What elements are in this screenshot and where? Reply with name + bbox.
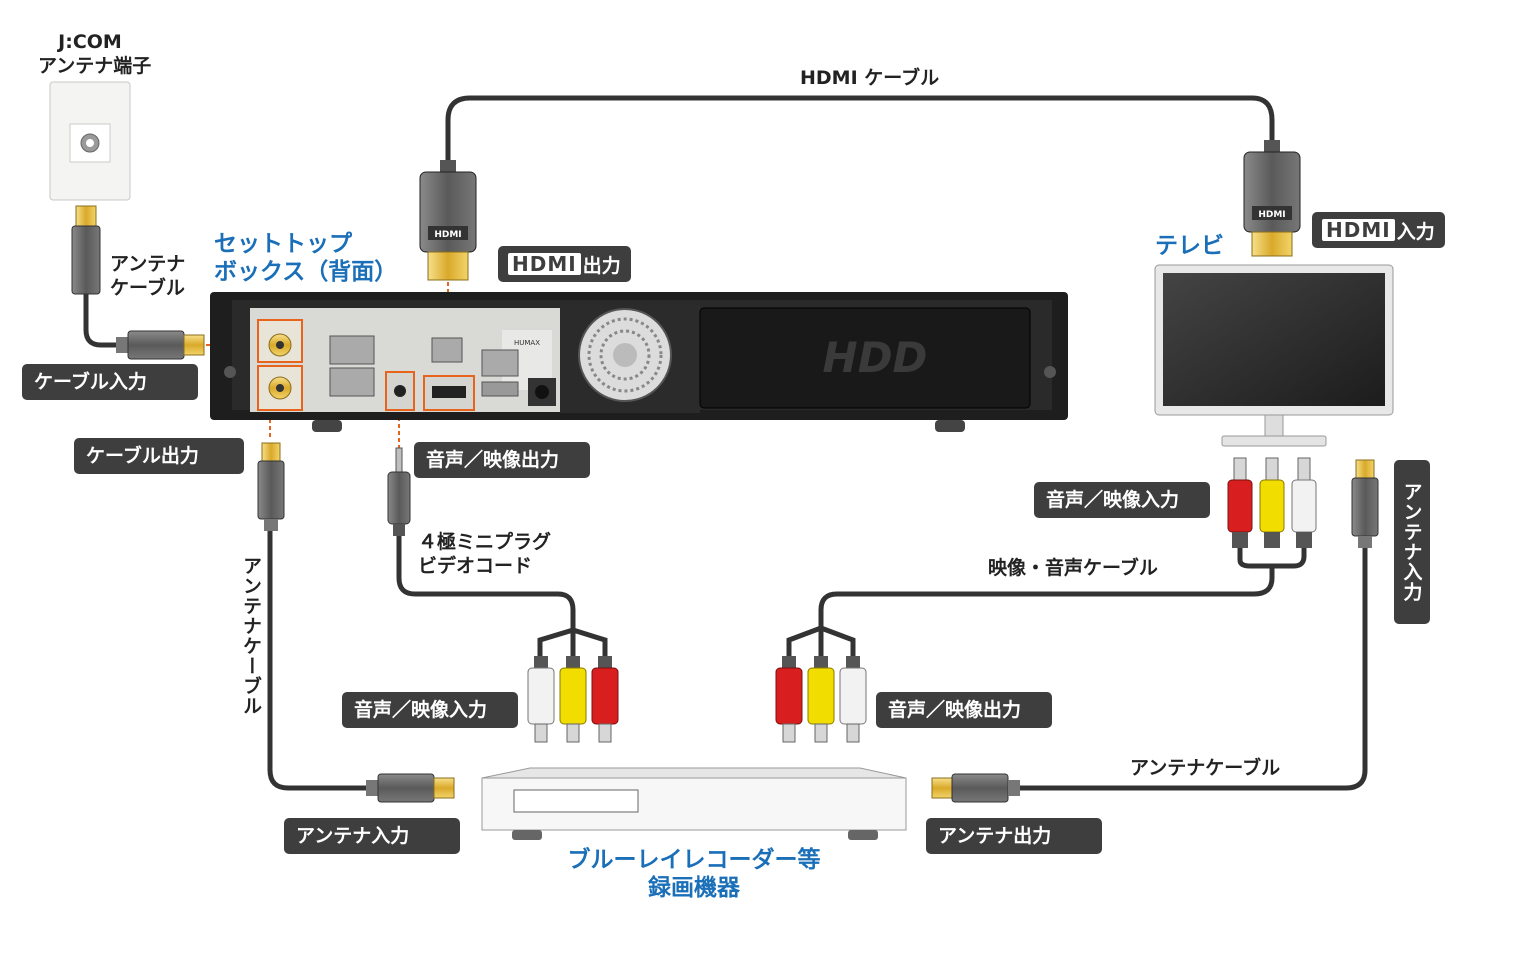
hdmi-out-text: 出力 xyxy=(582,254,621,277)
hdmi-in-label: HDMI 入力 xyxy=(1312,212,1445,248)
antenna-plug-wall xyxy=(71,205,101,295)
set-top-box: HDD HUMAX xyxy=(210,292,1068,432)
svg-text:HUMAX: HUMAX xyxy=(514,339,540,347)
stb-title-line2: ボックス（背面） xyxy=(214,259,398,285)
mini-plug xyxy=(387,447,411,536)
av-cable-label: 映像・音声ケーブル xyxy=(988,557,1158,579)
recorder-rca-out-plugs xyxy=(775,656,867,743)
svg-text:HDMI: HDMI xyxy=(434,230,461,240)
antenna-plug-cable-out xyxy=(257,442,285,531)
av-cable-split-bottom xyxy=(786,625,856,659)
antenna-cable-recorder-tv-label: アンテナケーブル xyxy=(1130,757,1281,779)
cable-in-label: ケーブル入力 xyxy=(22,364,198,400)
antenna-plug-tv-in xyxy=(1351,459,1379,548)
av-cable-split-top xyxy=(1237,543,1307,569)
antenna-plug-recorder-out xyxy=(931,773,1020,803)
antenna-terminal-label: J:COM アンテナ端子 xyxy=(38,30,152,78)
antenna-in-tv-label: アンテナ入力 xyxy=(1394,460,1430,624)
av-cable xyxy=(818,563,1275,631)
recorder-device xyxy=(481,767,907,840)
recorder-title-line1: ブルーレイレコーダー等 xyxy=(567,847,821,873)
mini-plug-label: ４極ミニプラグ ビデオコード xyxy=(418,530,551,578)
antenna-cable-short-line1: アンテナ xyxy=(110,253,186,275)
cable-out-label: ケーブル出力 xyxy=(74,438,244,474)
hdmi-cable xyxy=(445,95,1275,171)
recorder-title: ブルーレイレコーダー等 録画機器 xyxy=(510,846,878,902)
hdmi-plug-stb: HDMI xyxy=(419,160,477,281)
antenna-terminal-line2: アンテナ端子 xyxy=(38,55,152,77)
antenna-out-recorder-label: アンテナ出力 xyxy=(926,818,1102,854)
mini-plug-split xyxy=(537,627,608,659)
mini-plug-line1: ４極ミニプラグ xyxy=(418,531,552,553)
antenna-cable-vertical-label: アンテナケーブル xyxy=(240,556,262,716)
antenna-cable-stb-recorder xyxy=(267,527,369,791)
stb-title-line1: セットトップ xyxy=(214,231,352,257)
antenna-plug-recorder-in xyxy=(366,773,455,803)
tv-rca-plugs xyxy=(1227,457,1317,548)
antenna-in-recorder-label: アンテナ入力 xyxy=(284,818,460,854)
av-out-recorder-label: 音声／映像出力 xyxy=(876,692,1052,728)
stb-title: セットトップ ボックス（背面） xyxy=(214,230,397,286)
antenna-cable-short-label: アンテナ ケーブル xyxy=(110,252,185,300)
hdmi-out-label: HDMI 出力 xyxy=(498,246,631,282)
hdd-mark: HDD xyxy=(823,333,928,382)
recorder-title-line2: 録画機器 xyxy=(648,875,740,901)
recorder-rca-in-plugs xyxy=(527,656,619,743)
mini-plug-cable xyxy=(396,532,576,633)
hdmi-logo: HDMI xyxy=(1322,219,1395,241)
tv-title: テレビ xyxy=(1155,233,1224,259)
hdmi-cable-label: HDMI ケーブル xyxy=(800,67,940,89)
av-out-stb-label: 音声／映像出力 xyxy=(414,442,590,478)
hdmi-in-text: 入力 xyxy=(1396,220,1435,243)
cables xyxy=(83,95,1368,791)
av-in-tv-label: 音声／映像入力 xyxy=(1034,482,1210,518)
av-in-recorder-label: 音声／映像入力 xyxy=(342,692,518,728)
antenna-cable-recorder-tv xyxy=(1017,543,1368,791)
hdmi-logo: HDMI xyxy=(508,253,581,275)
antenna-cable-short-line2: ケーブル xyxy=(110,277,185,299)
antenna-plug-cable-in xyxy=(116,330,205,360)
hdmi-plug-tv: HDMI xyxy=(1243,140,1301,257)
antenna-terminal-line1: J:COM xyxy=(58,31,122,53)
antenna-wall-plate xyxy=(49,81,131,201)
television xyxy=(1154,264,1394,447)
antenna-cable-wall xyxy=(83,289,121,348)
mini-plug-line2: ビデオコード xyxy=(418,555,533,577)
svg-text:HDMI: HDMI xyxy=(1258,210,1285,220)
